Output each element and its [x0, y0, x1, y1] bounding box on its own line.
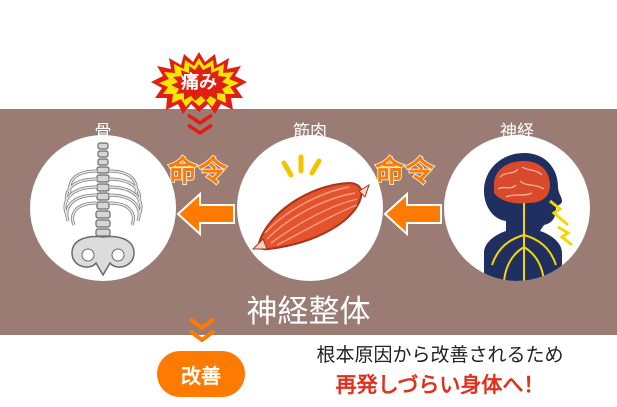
command-label-right: 命令: [374, 153, 436, 189]
command-label-left: 命令: [167, 153, 229, 189]
chevron-down-icon: [187, 113, 213, 136]
bone-circle: [30, 135, 176, 281]
caption-line1: 根本原因から改善されるため: [316, 344, 564, 366]
muscle-circle: [237, 135, 383, 281]
improve-badge: 改善: [157, 351, 245, 397]
chevron-down-icon: [188, 317, 216, 343]
arrow-left-icon: [383, 192, 442, 236]
pain-burst-icon: [151, 52, 247, 114]
nerve-circle: [444, 135, 590, 281]
muscle-icon: [251, 154, 370, 251]
brain-nerve-icon: [484, 153, 573, 281]
caption-line2: 再発しづらい身体へ！: [335, 373, 545, 397]
arrow-left-icon: [176, 192, 235, 236]
skeleton-icon: [63, 142, 143, 277]
band-title: 神経整体: [246, 294, 371, 330]
pain-label: 痛み: [181, 72, 217, 93]
